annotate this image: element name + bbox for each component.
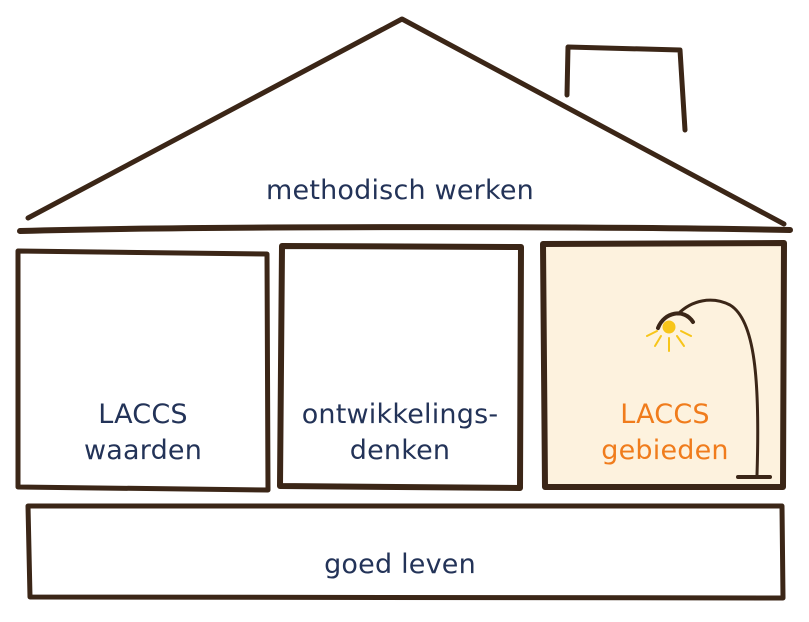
- foundation-label: goed leven: [324, 549, 476, 580]
- pillar-1-label: LACCS waarden: [18, 397, 268, 469]
- floor-lamp-icon: [646, 298, 772, 479]
- pillar-3-label: LACCS gebieden: [545, 397, 785, 469]
- pillar-1-line-1: LACCS: [98, 399, 188, 430]
- pillar-2-label: ontwikkelings- denken: [280, 397, 520, 469]
- foundation: [25, 503, 786, 601]
- pillar-laccs-waarden: [15, 248, 271, 493]
- pillar-2-line-1: ontwikkelings-: [301, 399, 499, 430]
- pillar-3-line-1: LACCS: [620, 399, 710, 430]
- pillar-1-line-2: waarden: [83, 435, 203, 466]
- pillar-3-line-2: gebieden: [601, 435, 729, 466]
- chimney: [564, 44, 688, 133]
- pillar-2-line-2: denken: [349, 435, 451, 466]
- roof-label: methodisch werken: [266, 175, 534, 206]
- pillar-laccs-gebieden: [540, 240, 787, 490]
- pillar-ontwikkelingsdenken: [277, 243, 524, 491]
- roof: [17, 16, 793, 234]
- lamp-shade: [656, 311, 695, 330]
- lamp-bulb: [662, 320, 676, 334]
